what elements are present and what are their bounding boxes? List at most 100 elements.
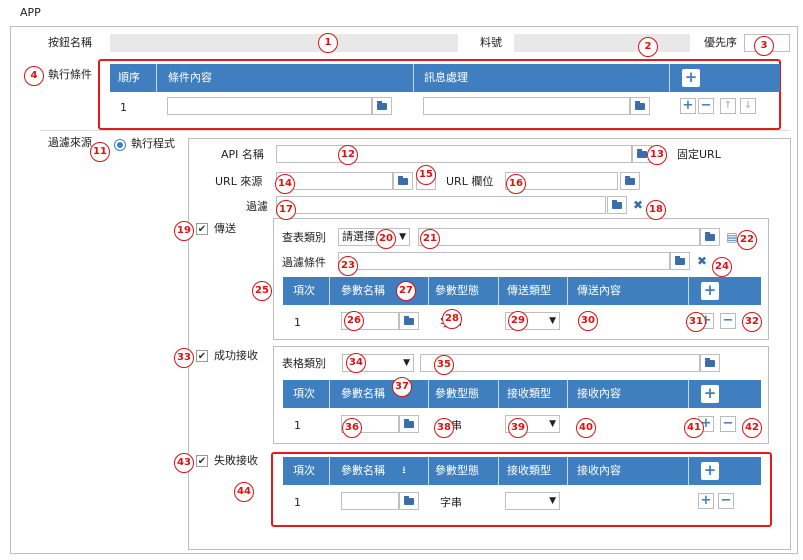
marker-35: 35 [434,355,454,375]
lookup-type-value: 請選擇 [342,230,375,243]
col-order: 順序 [118,71,140,84]
button-name-input[interactable] [110,34,458,52]
marker-18: 18 [646,200,666,220]
message-handling-input[interactable] [423,97,630,115]
filter-label: 過濾 [246,200,268,213]
col-receive-content: 接收內容 [577,387,621,400]
send-add-button[interactable]: + [701,282,719,300]
marker-17: 17 [276,200,296,220]
col-param-name: 參數名稱 [341,387,385,400]
fail-row-index: 1 [294,496,301,509]
send-remove-row-button[interactable]: − [720,313,736,329]
marker-42: 42 [742,418,762,438]
marker-27: 27 [396,281,416,301]
fail-add-row-button[interactable]: + [698,493,714,509]
message-handling-browse-button[interactable] [630,97,650,115]
transfer-checkbox[interactable]: ✔ [196,223,208,235]
download-icon[interactable]: ⭳ [395,463,413,479]
success-remove-row-button[interactable]: − [720,416,736,432]
marker-34: 34 [346,353,366,373]
marker-11: 11 [90,142,110,162]
send-param-browse-button[interactable] [399,312,419,330]
folder-icon [404,495,414,505]
lookup-type-label: 查表類別 [282,231,326,244]
url-field-browse-button[interactable] [620,172,640,190]
marker-44: 44 [234,482,254,502]
filter-condition-browse-button[interactable] [670,252,690,270]
col-param-name: 參數名稱 [341,284,385,297]
marker-1: 1 [318,33,338,53]
col-receive-content: 接收內容 [577,464,621,477]
success-row-index: 1 [294,419,301,432]
condition-remove-row-button[interactable]: − [698,98,714,114]
marker-43: 43 [174,453,194,473]
col-param-type: 參數型態 [435,464,479,477]
marker-38: 38 [434,418,454,438]
filter-input[interactable] [276,196,606,214]
success-receive-label: 成功接收 [214,349,258,362]
folder-icon [705,357,715,367]
condition-add-row-button[interactable]: + [680,98,696,114]
marker-21: 21 [420,229,440,249]
fail-receive-label: 失敗接收 [214,454,258,467]
col-receive-type: 接收類型 [507,387,551,400]
marker-29: 29 [508,311,528,331]
filter-clear-icon[interactable]: ✖ [632,198,644,212]
folder-icon [637,148,647,158]
folder-icon [675,255,685,265]
condition-move-down-button[interactable]: ↓ [740,98,756,114]
fail-param-name-input[interactable] [341,492,399,510]
marker-30: 30 [578,311,598,331]
url-field-input[interactable] [505,172,618,190]
lookup-type-select[interactable]: 請選擇▼ [338,228,410,246]
marker-22: 22 [737,230,757,250]
priority-label: 優先序 [704,36,737,49]
folder-icon [404,418,414,428]
lookup-type-input[interactable] [418,228,700,246]
success-checkbox[interactable]: ✔ [196,350,208,362]
condition-content-browse-button[interactable] [372,97,392,115]
success-param-browse-button[interactable] [399,415,419,433]
app-title: APP [20,6,41,19]
condition-move-up-button[interactable]: ↑ [720,98,736,114]
marker-33: 33 [174,348,194,368]
marker-3: 3 [754,36,774,56]
fail-add-button[interactable]: + [701,462,719,480]
marker-32: 32 [742,312,762,332]
add-condition-button[interactable]: + [682,69,700,87]
filter-condition-input[interactable] [338,252,670,270]
col-send-type: 傳送類型 [507,284,551,297]
lookup-type-browse-button[interactable] [700,228,720,246]
transfer-panel [273,218,769,340]
col-item: 項次 [293,464,315,477]
folder-icon [635,100,645,110]
marker-37: 37 [392,377,412,397]
marker-19: 19 [174,221,194,241]
condition-content-input[interactable] [167,97,372,115]
exec-program-radio[interactable] [114,139,126,151]
main-panel [10,26,798,554]
api-name-input[interactable] [276,145,632,163]
fail-checkbox[interactable]: ✔ [196,455,208,467]
marker-23: 23 [338,256,358,276]
filter-browse-button[interactable] [607,196,627,214]
table-type-input[interactable] [420,354,700,372]
marker-36: 36 [342,418,362,438]
url-field-label: URL 欄位 [446,175,494,188]
fail-param-browse-button[interactable] [399,492,419,510]
table-type-browse-button[interactable] [700,354,720,372]
fail-remove-row-button[interactable]: − [718,493,734,509]
marker-2: 2 [638,37,658,57]
col-send-content: 傳送內容 [577,284,621,297]
marker-31: 31 [686,312,706,332]
success-add-button[interactable]: + [701,385,719,403]
fail-receive-type-select[interactable]: ▼ [505,492,560,510]
material-no-input[interactable] [514,34,690,52]
marker-39: 39 [508,418,528,438]
folder-icon [705,231,715,241]
fail-table-header: 項次 參數名稱 ⭳ 參數型態 接收類型 接收內容 + [283,457,761,485]
filter-condition-clear-icon[interactable]: ✖ [696,254,708,268]
marker-13: 13 [647,145,667,165]
col-param-name: 參數名稱 [341,464,385,477]
url-source-browse-button[interactable] [393,172,413,190]
